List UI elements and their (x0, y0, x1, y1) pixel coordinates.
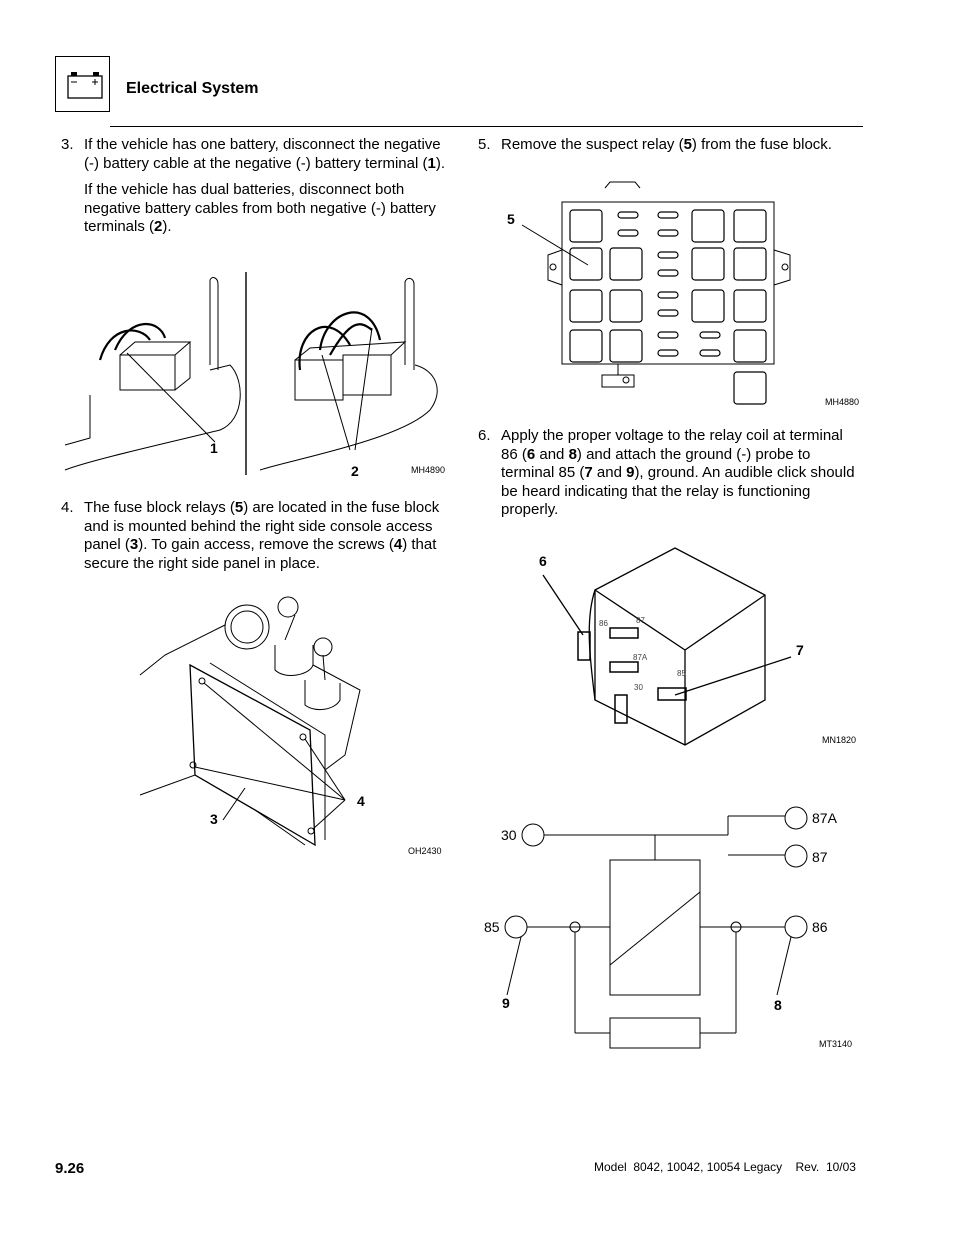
text: ) are located in the fuse block and is m… (84, 499, 440, 554)
pin-30-label: 30 (634, 683, 643, 692)
step-paragraph: If the vehicle has dual batteries, disco… (84, 181, 446, 237)
callout-7: 7 (796, 642, 804, 658)
battery-figure: 1 2 MH4890 (64, 272, 445, 479)
callout-ref: 5 (683, 136, 692, 153)
callout-ref: 9 (626, 464, 635, 482)
header-rule (110, 126, 863, 127)
callout-ref: 5 (234, 499, 244, 516)
figure-code: MT3140 (819, 1039, 852, 1049)
text: ) that secure the right side panel in pl… (84, 536, 437, 572)
panel-figure: 3 4 OH2430 (139, 596, 442, 856)
terminal-85-label: 85 (484, 919, 500, 935)
text: ) from the fuse block. (691, 136, 832, 153)
figure-code: MN1820 (822, 735, 856, 745)
text: If the vehicle has one battery, disconne… (84, 136, 441, 172)
callout-2: 2 (351, 463, 359, 479)
step-paragraph: The fuse block relays (5) are located in… (84, 499, 446, 573)
terminal-87a-label: 87A (812, 810, 838, 826)
callout-1: 1 (210, 440, 218, 456)
step-paragraph: Remove the suspect relay (5) from the fu… (501, 136, 863, 155)
relay-schematic: 30 87A 87 85 86 9 8 MT3140 (484, 806, 852, 1049)
step-paragraph: If the vehicle has one battery, disconne… (84, 136, 446, 173)
text: and (592, 464, 627, 482)
step-paragraph: Apply the proper voltage to the relay co… (501, 427, 863, 520)
callout-8: 8 (774, 997, 782, 1013)
step-5: 5. Remove the suspect relay (5) from the… (478, 136, 863, 163)
step-number: 5. (478, 136, 491, 153)
figure-code: MH4890 (411, 465, 445, 475)
model-revision: Model 8042, 10042, 10054 Legacy Rev. 10/… (594, 1160, 856, 1174)
battery-icon (67, 72, 103, 99)
text: ). (162, 218, 172, 236)
pin-85-label: 85 (677, 669, 686, 678)
callout-ref: 3 (129, 536, 139, 554)
section-title: Electrical System (126, 80, 259, 97)
text: If the vehicle has dual batteries, disco… (84, 181, 436, 236)
callout-4: 4 (357, 793, 365, 809)
callout-ref: 1 (427, 154, 436, 172)
callout-3: 3 (210, 811, 218, 827)
step-3: 3. If the vehicle has one battery, disco… (61, 136, 446, 245)
step-4: 4. The fuse block relays (5) are located… (61, 499, 446, 581)
page-number: 9.26 (55, 1160, 85, 1177)
pin-87-label: 87 (636, 616, 645, 625)
fuse-block-figure: 5 MH4880 (507, 181, 859, 407)
callout-ref: 6 (526, 445, 536, 463)
step-6: 6. Apply the proper voltage to the relay… (478, 427, 863, 528)
callout-ref: 4 (393, 536, 403, 554)
step-number: 6. (478, 427, 491, 444)
text: Apply the proper voltage to the relay co… (501, 427, 843, 463)
text: ). (435, 154, 445, 172)
callout-5: 5 (507, 211, 515, 227)
text: Remove the suspect relay ( (501, 136, 684, 153)
figure-code: MH4880 (825, 397, 859, 407)
text: and (535, 445, 569, 463)
callout-6: 6 (539, 553, 547, 569)
terminal-30-label: 30 (501, 827, 517, 843)
section-icon-box (55, 56, 110, 112)
text: ). To gain access, remove the screws ( (138, 536, 394, 554)
terminal-86-label: 86 (812, 919, 828, 935)
terminal-87-label: 87 (812, 849, 828, 865)
callout-ref: 8 (568, 445, 577, 463)
callout-ref: 7 (584, 464, 593, 482)
step-number: 3. (61, 136, 74, 153)
text: ), ground. An audible click should be he… (501, 464, 855, 519)
pin-86-label: 86 (599, 619, 608, 628)
callout-9: 9 (502, 995, 510, 1011)
callout-ref: 2 (154, 218, 163, 236)
text: The fuse block relays ( (84, 499, 235, 516)
figure-code: OH2430 (408, 846, 442, 856)
relay-figure: 86 87 87A 85 30 6 7 MN1820 (539, 547, 856, 746)
pin-87a-label: 87A (633, 653, 648, 662)
text: ) and attach the ground (-) probe to ter… (501, 445, 811, 482)
step-number: 4. (61, 499, 74, 516)
